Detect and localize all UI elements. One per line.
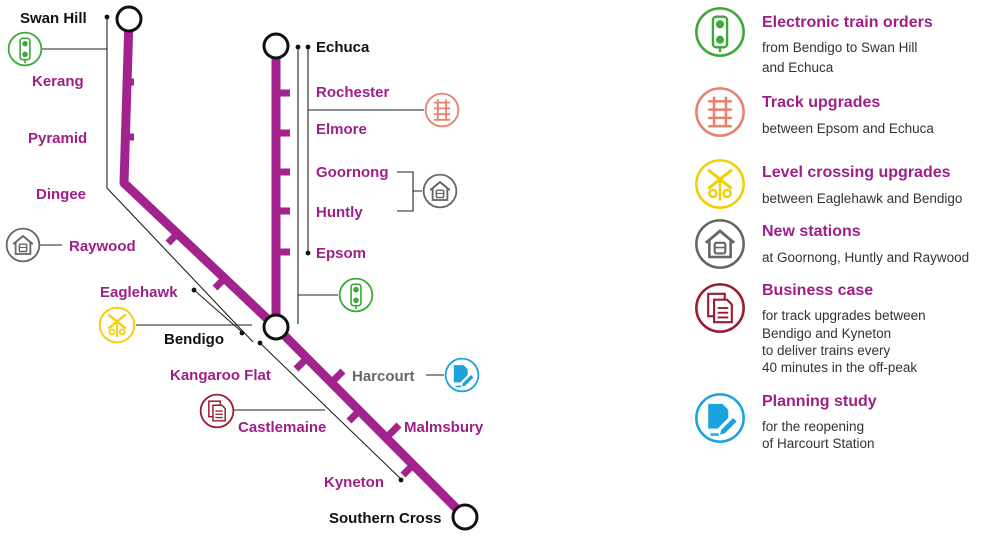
legend-item-crossing: Level crossing upgrades between Eaglehaw… — [694, 158, 962, 210]
legend-desc: 40 minutes in the off-peak — [762, 360, 917, 375]
dot-eaglehawk — [191, 287, 197, 293]
legend-title: Track upgrades — [762, 94, 880, 111]
station-icon — [5, 227, 41, 263]
terminus-southern-cross — [451, 503, 479, 531]
dot-bendigo-a — [239, 330, 245, 336]
label-epsom: Epsom — [316, 245, 366, 262]
tick-raywood — [165, 230, 181, 246]
tick-kangaroo-flat — [293, 356, 309, 372]
planning-icon — [444, 357, 480, 393]
leader-eaglehawk — [193, 289, 243, 333]
label-kyneton: Kyneton — [324, 474, 384, 491]
rail-line — [119, 14, 468, 520]
label-huntly: Huntly — [316, 204, 363, 221]
legend-desc: from Bendigo to Swan Hill — [762, 40, 917, 55]
label-elmore: Elmore — [316, 121, 367, 138]
document-icon — [695, 283, 745, 333]
legend-title: New stations — [762, 223, 861, 240]
legend-title: Planning study — [762, 393, 877, 410]
label-castlemaine: Castlemaine — [238, 419, 326, 436]
tick-eaglehawk — [212, 275, 228, 291]
legend-desc: at Goornong, Huntly and Raywood — [762, 250, 969, 265]
dot-bendigo-b — [257, 340, 263, 346]
legend-desc: and Echuca — [762, 60, 834, 75]
label-kerang: Kerang — [32, 73, 84, 90]
marker-dots — [104, 14, 404, 483]
legend-desc: to deliver trains every — [762, 343, 891, 358]
legend-item-planning: Planning study for the reopening of Harc… — [695, 393, 877, 451]
legend-desc: between Epsom and Echuca — [762, 121, 934, 136]
legend-title: Electronic train orders — [762, 14, 933, 31]
legend-desc: for the reopening — [762, 419, 864, 434]
track-icon — [695, 87, 745, 137]
level-crossing-icon — [98, 306, 136, 344]
legend-desc: for track upgrades between — [762, 308, 926, 323]
label-bendigo: Bendigo — [164, 331, 224, 348]
terminus-bendigo — [262, 313, 290, 341]
label-raywood: Raywood — [69, 238, 136, 255]
tick-malmsbury — [386, 422, 402, 438]
station-ticks — [124, 78, 416, 478]
label-southern-cross: Southern Cross — [329, 510, 442, 527]
train-orders-icon — [7, 31, 43, 67]
swan-hill-line — [119, 14, 468, 520]
label-eaglehawk: Eaglehawk — [100, 284, 178, 301]
document-icon — [199, 393, 235, 429]
legend-desc: of Harcourt Station — [762, 436, 875, 451]
dot-echuca-b — [305, 44, 311, 50]
terminus-echuca — [262, 32, 290, 60]
station-icon — [422, 173, 458, 209]
tick-harcourt — [330, 368, 346, 384]
label-kangaroo-flat: Kangaroo Flat — [170, 367, 271, 384]
planning-icon — [695, 393, 745, 443]
legend: Electronic train orders from Bendigo to … — [694, 7, 969, 451]
tick-kyneton — [400, 462, 416, 478]
label-rochester: Rochester — [316, 84, 390, 101]
dot-kyneton — [398, 477, 404, 483]
legend-item-station: New stations at Goornong, Huntly and Ray… — [694, 218, 969, 270]
leader-new-stations — [397, 171, 422, 212]
label-dingee: Dingee — [36, 186, 86, 203]
legend-desc: between Eaglehawk and Bendigo — [762, 191, 962, 206]
label-echuca: Echuca — [316, 39, 370, 56]
label-malmsbury: Malmsbury — [404, 419, 484, 436]
dot-echuca-a — [295, 44, 301, 50]
terminus-swan-hill — [115, 5, 143, 33]
label-swan-hill: Swan Hill — [20, 10, 87, 27]
track-icon — [424, 92, 460, 128]
legend-item-train-orders: Electronic train orders from Bendigo to … — [695, 7, 933, 75]
dot-swan-hill — [104, 14, 110, 20]
legend-desc: Bendigo and Kyneton — [762, 326, 891, 341]
legend-title: Business case — [762, 282, 873, 299]
legend-item-business: Business case for track upgrades between… — [695, 282, 926, 375]
dot-epsom — [305, 250, 311, 256]
label-pyramid: Pyramid — [28, 130, 87, 147]
label-harcourt: Harcourt — [352, 368, 415, 385]
label-goornong: Goornong — [316, 164, 388, 181]
tick-castlemaine — [346, 408, 362, 424]
train-orders-icon — [338, 277, 374, 313]
terminus-circles — [115, 5, 479, 531]
leader-bendigo-kyneton — [259, 342, 403, 481]
station-icon — [694, 218, 746, 270]
leader-swan-hill-bendigo — [106, 17, 254, 343]
legend-title: Level crossing upgrades — [762, 164, 951, 181]
legend-item-track: Track upgrades between Epsom and Echuca — [695, 87, 934, 137]
level-crossing-icon — [694, 158, 746, 210]
leader-lines — [39, 17, 444, 481]
train-orders-icon — [695, 7, 745, 57]
